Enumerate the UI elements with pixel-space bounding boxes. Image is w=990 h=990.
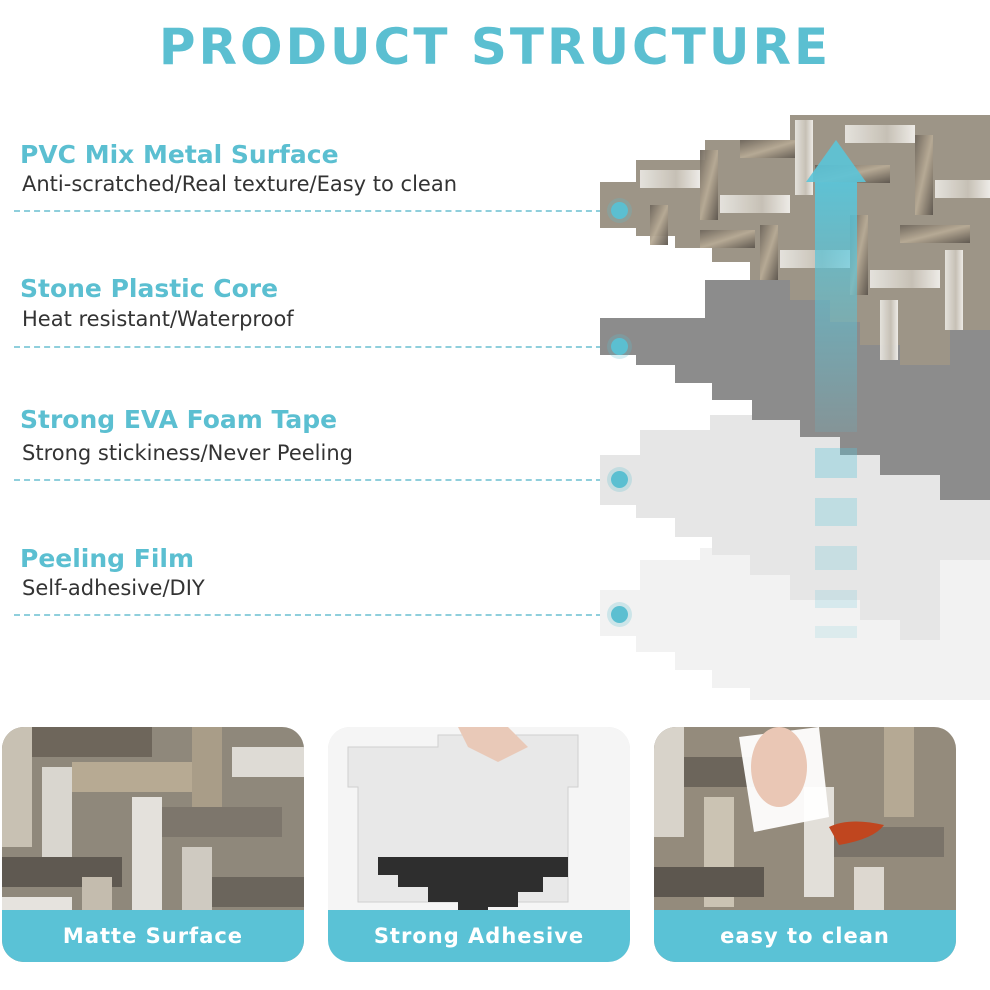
- layer-core-leader-line: [14, 346, 612, 348]
- layer-dot-icon: [611, 606, 628, 623]
- layer-dot-icon: [611, 202, 628, 219]
- feature-banner: [2, 910, 304, 962]
- layer-core-heading: Stone Plastic Core: [20, 274, 279, 303]
- feature-label-strong-adhesive: Strong Adhesive: [373, 924, 585, 948]
- feature-banner: [654, 910, 956, 962]
- upward-arrow-icon: [806, 140, 866, 638]
- feature-banner: [328, 910, 630, 962]
- layer-surface-heading: PVC Mix Metal Surface: [20, 140, 339, 169]
- layer-stack-illustration: [600, 115, 990, 700]
- layer-surface-description: Anti-scratched/Real texture/Easy to clea…: [22, 172, 458, 196]
- page-title: PRODUCT STRUCTURE: [158, 18, 832, 76]
- feature-card-easy-to-clean: easy to clean: [654, 727, 956, 962]
- layer-film-description: Self-adhesive/DIY: [22, 576, 205, 600]
- layer-foam-description: Strong stickiness/Never Peeling: [22, 441, 353, 465]
- cleaning-photo: [654, 727, 956, 962]
- feature-card-matte-surface: Matte Surface: [2, 727, 304, 962]
- feature-label-easy-to-clean: easy to clean: [720, 924, 890, 948]
- layer-surface-leader-line: [14, 210, 612, 212]
- layer-dot-icon: [611, 471, 628, 488]
- layer-foam-leader-line: [14, 479, 612, 481]
- layer-core-description: Heat resistant/Waterproof: [22, 307, 294, 331]
- layer-film-leader-line: [14, 614, 612, 616]
- feature-label-matte-surface: Matte Surface: [62, 924, 244, 948]
- layer-foam-heading: Strong EVA Foam Tape: [20, 405, 338, 434]
- feature-card-strong-adhesive: Strong Adhesive: [328, 727, 630, 962]
- metal-surface-layer: [600, 115, 990, 365]
- layer-film-heading: Peeling Film: [20, 544, 195, 573]
- layer-dot-icon: [611, 338, 628, 355]
